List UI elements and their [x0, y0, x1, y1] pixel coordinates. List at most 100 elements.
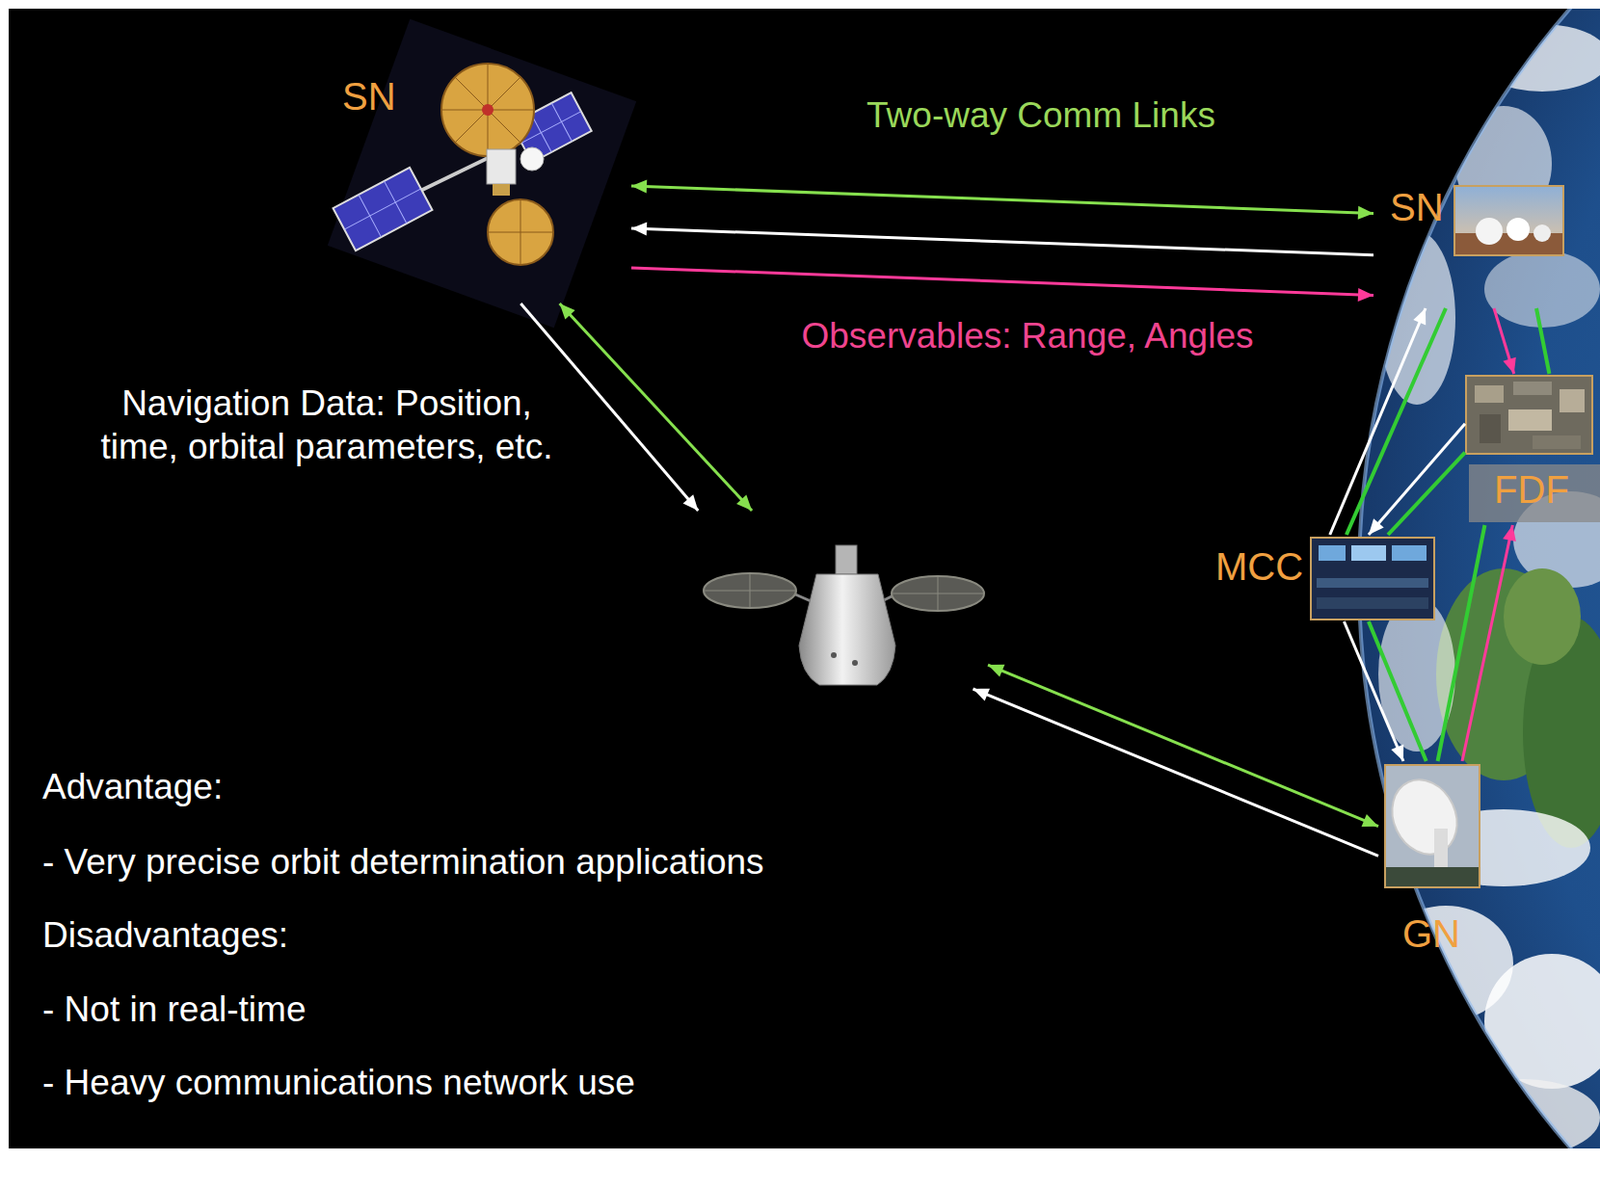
- arrow-head: [631, 180, 647, 194]
- fdf-photo-part: [1559, 389, 1585, 413]
- comm-link-arrow: [520, 303, 698, 511]
- arrow-head: [631, 222, 647, 237]
- link-line: [1387, 453, 1466, 535]
- relay-satellite-part: [481, 104, 494, 116]
- crew-capsule-part: [830, 652, 837, 659]
- link-line: [1536, 308, 1549, 374]
- comm-link-arrow: [1387, 453, 1466, 535]
- crew-capsule: [703, 545, 985, 686]
- link-line: [520, 303, 698, 511]
- link-line: [1438, 525, 1486, 762]
- arrow-head: [560, 303, 576, 320]
- crew-capsule-part: [891, 576, 985, 612]
- advantage-note: - Not in real-time: [42, 988, 306, 1032]
- relay-satellite-part: [520, 199, 522, 266]
- arrow-head: [1502, 357, 1516, 374]
- link-line: [1368, 424, 1466, 535]
- earth-part-part: [1484, 954, 1600, 1090]
- node-label: FDF: [1465, 467, 1599, 512]
- relay-satellite-part: [454, 77, 521, 143]
- link-line: [1343, 621, 1404, 762]
- relay-satellite-part: [520, 147, 544, 171]
- relay-satellite: [327, 19, 637, 328]
- mcc-photo-part: [1310, 537, 1435, 620]
- link-line: [1462, 525, 1513, 762]
- gn-photo-part: [1380, 769, 1469, 866]
- link-line: [631, 267, 1374, 296]
- comm-link-arrow: [1493, 308, 1517, 374]
- relay-satellite-part: [486, 149, 516, 185]
- sn-ground-photo-part: [1506, 217, 1530, 241]
- link-label: Observables: Range, Angles: [786, 315, 1269, 358]
- mcc-node: MCC: [1200, 534, 1437, 622]
- fdf-photo-part: [1466, 375, 1593, 454]
- fdf-photo-part: [1513, 381, 1552, 396]
- comm-link-arrow: [631, 267, 1374, 302]
- comm-link-arrow: [1343, 621, 1404, 762]
- gn-photo-part: [1385, 867, 1480, 888]
- relay-satellite-part: [487, 199, 554, 266]
- arrow-head: [1390, 745, 1404, 762]
- crew-capsule-part: [703, 573, 797, 609]
- sn-ground-station-node: SN: [1373, 178, 1567, 309]
- comm-link-arrow: [987, 665, 1379, 827]
- comm-link-arrow: [1462, 525, 1517, 762]
- comm-link-arrow: [1368, 621, 1427, 762]
- relay-satellite-part: [492, 184, 510, 196]
- comm-link-arrow: [560, 303, 753, 511]
- mcc-photo-part: [1316, 597, 1429, 610]
- earth-part-part: [1474, 24, 1600, 92]
- comm-link-arrow: [631, 180, 1374, 220]
- sn-ground-photo-part: [1454, 186, 1564, 256]
- node-label: SN: [342, 74, 397, 119]
- gn-photo: [1380, 765, 1480, 888]
- advantage-note: Advantage:: [42, 766, 223, 809]
- sn-ground-photo-part: [1533, 224, 1551, 242]
- relay-satellite-part: [441, 63, 534, 157]
- link-line: [1368, 621, 1427, 762]
- link-line: [631, 228, 1374, 256]
- crew-capsule-part: [749, 573, 751, 609]
- navigation-note: Navigation Data: Position, time, orbital…: [90, 381, 563, 469]
- sn-ground-photo-part: [1454, 186, 1564, 256]
- link-line: [1330, 308, 1426, 535]
- arrow-head: [683, 494, 699, 511]
- mcc-photo-part: [1318, 545, 1346, 561]
- link-line: [987, 665, 1379, 827]
- arrow-head: [1502, 525, 1517, 542]
- crew-capsule-part: [937, 576, 939, 612]
- sn-ground-photo: [1454, 186, 1564, 256]
- fdf-photo-part: [1466, 375, 1593, 454]
- arrow-head: [987, 665, 1005, 678]
- node-label: MCC: [1215, 544, 1304, 589]
- fdf-photo-part: [1508, 409, 1552, 431]
- comm-link-arrow: [631, 222, 1374, 256]
- crew-capsule-part: [852, 660, 858, 667]
- arrow-head: [1368, 518, 1385, 535]
- relay-satellite-part: [333, 167, 433, 251]
- mcc-photo-part: [1391, 545, 1427, 561]
- link-label: Two-way Comm Links: [838, 94, 1244, 137]
- arrow-head: [973, 689, 990, 702]
- node-label: SN: [1389, 185, 1444, 230]
- relay-satellite-part: [454, 77, 521, 143]
- relay-satellite-part-part: [333, 167, 433, 251]
- mcc-photo: [1310, 537, 1435, 620]
- fdf-node: FDF: [1465, 373, 1600, 526]
- mcc-photo-part: [1310, 537, 1435, 620]
- arrow-head: [1361, 814, 1379, 827]
- gn-node: GN: [1378, 761, 1488, 960]
- comm-link-arrow: [1346, 308, 1446, 535]
- crew-capsule-part: [799, 574, 896, 686]
- comm-link-arrow: [1438, 525, 1486, 762]
- comm-link-arrow: [1330, 308, 1426, 535]
- fdf-photo-part: [1479, 414, 1501, 444]
- sn-ground-photo-part: [1475, 217, 1503, 245]
- mcc-photo-part: [1316, 578, 1429, 588]
- arrow-head: [1358, 206, 1374, 220]
- advantage-note: - Heavy communications network use: [42, 1062, 636, 1105]
- crew-vehicle-node: [689, 510, 988, 690]
- gn-photo-part: [1385, 765, 1480, 888]
